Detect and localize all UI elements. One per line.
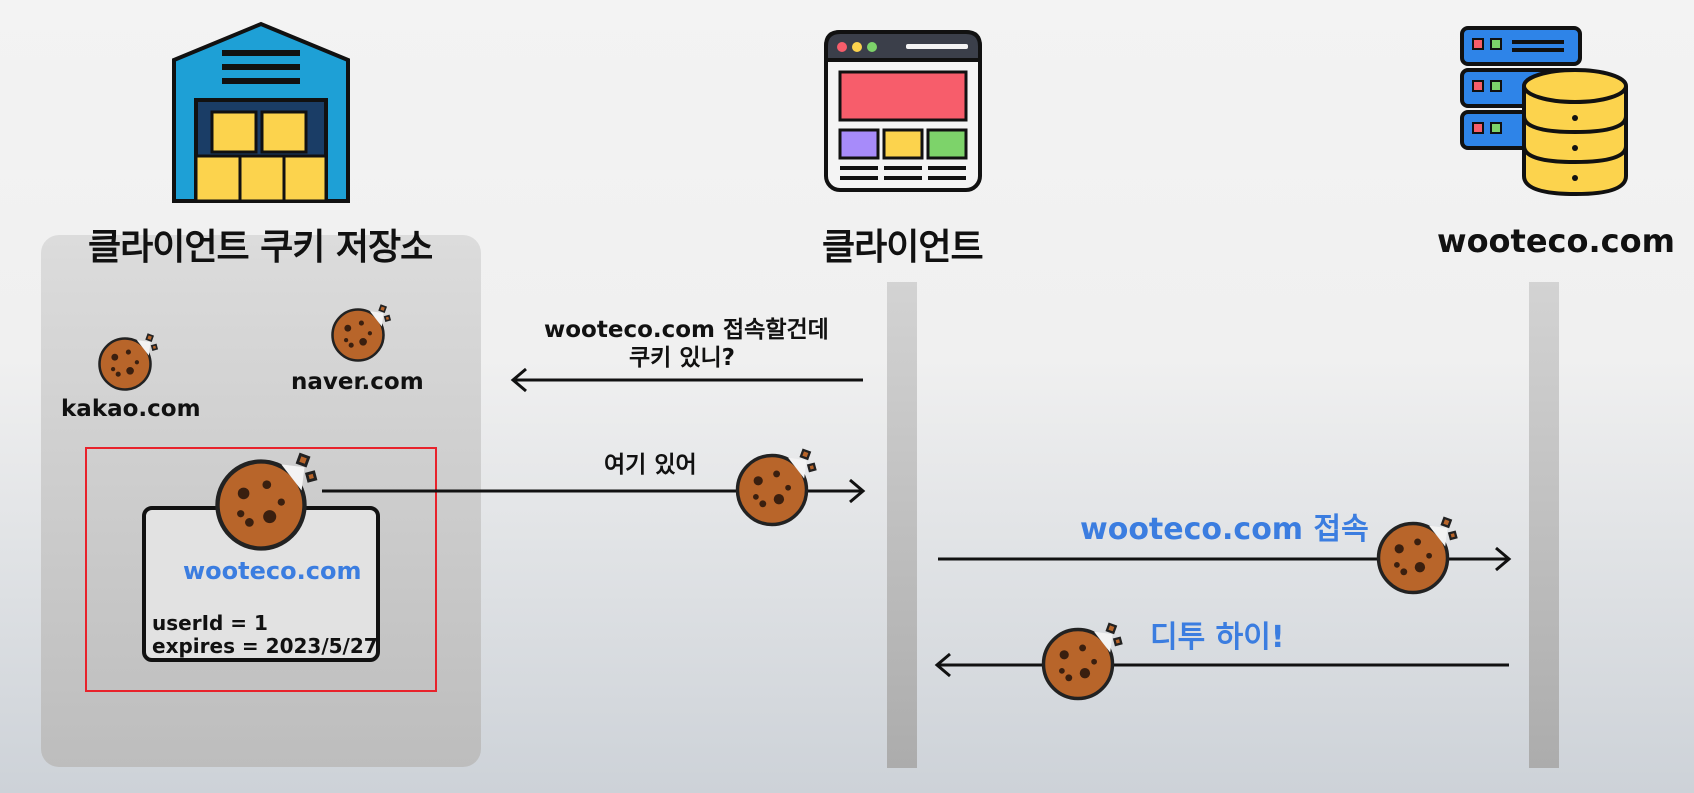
hi-message: 디투 하이! <box>1150 612 1285 656</box>
ask-message-line2: 쿠키 있니? <box>629 338 735 372</box>
access-message: wooteco.com 접속 <box>1080 504 1369 548</box>
cookie-icon <box>1078 664 1079 665</box>
cookie-icon <box>1413 558 1414 559</box>
cookie-icon <box>772 490 773 491</box>
here-message: 여기 있어 <box>604 445 697 479</box>
